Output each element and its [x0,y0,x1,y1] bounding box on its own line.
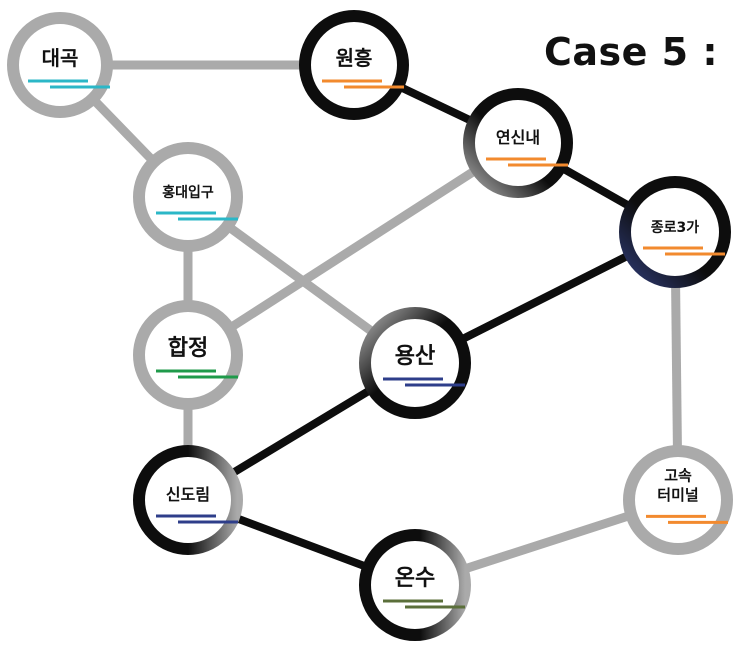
station-node-yongsan[interactable]: 용산 [359,307,471,419]
station-node-onsu[interactable]: 온수 [359,529,471,641]
station-ring [133,300,243,410]
station-ring [619,176,731,288]
station-ring [359,307,471,419]
edge-yeonsinnae-hapjeong [185,139,521,359]
station-node-sindorim[interactable]: 신도림 [133,445,243,555]
station-ring [133,445,243,555]
case-title: Case 5 : [544,30,719,74]
station-node-hapjeong[interactable]: 합정 [133,300,243,410]
station-label: 원흥 [336,46,373,70]
station-label: 홍대입구 [162,184,214,201]
station-node-yeonsinnae[interactable]: 연신내 [463,88,573,198]
station-ring [299,10,409,120]
station-label: 신도림 [166,485,210,504]
station-label: 온수 [395,566,435,591]
station-node-jongno3ga[interactable]: 종로3가 [619,176,731,288]
station-label: 연신내 [496,128,540,147]
station-node-wonheung[interactable]: 원흥 [299,10,409,120]
station-label: 용산 [395,344,435,369]
station-label: 합정 [168,335,208,361]
station-node-daegok[interactable]: 대곡 [7,12,113,118]
station-label: 종로3가 [651,220,700,236]
station-node-hongdae[interactable]: 홍대입구 [133,142,243,252]
station-ring [133,142,243,252]
station-ring [463,88,573,198]
station-label: 대곡 [42,46,79,70]
station-ring [359,529,471,641]
station-ring [623,445,733,555]
